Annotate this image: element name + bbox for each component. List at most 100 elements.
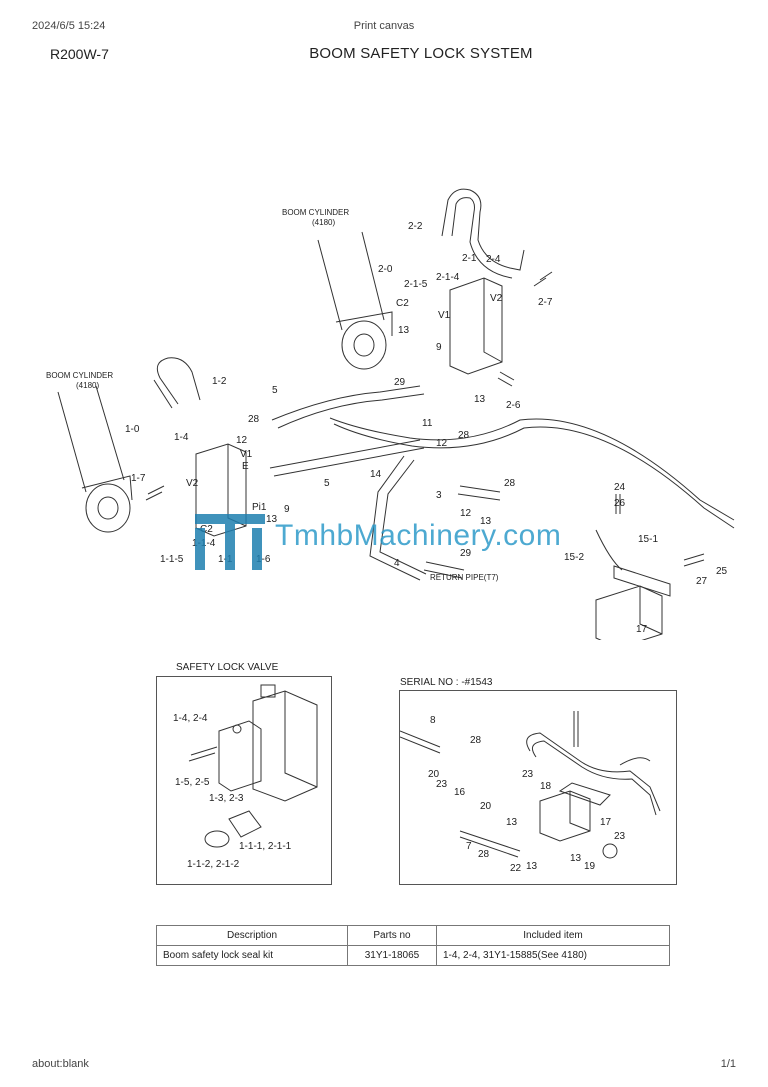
document-title: BOOM SAFETY LOCK SYSTEM bbox=[309, 45, 533, 62]
part-callout: 15-1 bbox=[638, 534, 658, 545]
header-parts-no: Parts no bbox=[347, 925, 437, 946]
part-callout: 11 bbox=[422, 418, 433, 429]
cell-description: Boom safety lock seal kit bbox=[156, 945, 348, 966]
inset1-label: 1-1-2, 2-1-2 bbox=[187, 859, 240, 870]
block-17 bbox=[595, 585, 663, 640]
inset-safety-lock-valve: 1-4, 2-4 1-5, 2-5 1-3, 2-3 1-1-1, 2-1-1 … bbox=[156, 676, 332, 885]
block-top bbox=[558, 782, 611, 806]
part-callout: 5 bbox=[272, 385, 278, 396]
inset2-label: 17 bbox=[600, 817, 612, 828]
part-callout: 29 bbox=[394, 377, 406, 388]
part-callout: 13 bbox=[266, 514, 278, 525]
cell-parts-no: 31Y1-18065 bbox=[347, 945, 437, 966]
part-callout: 2-6 bbox=[506, 400, 521, 411]
part-callout: 29 bbox=[460, 548, 472, 559]
left-boom-cylinder-body bbox=[57, 385, 125, 493]
return-pipe bbox=[423, 561, 465, 579]
pipe-3 bbox=[457, 485, 501, 501]
long-pipe-run bbox=[329, 417, 735, 529]
inset2-label: 13 bbox=[506, 817, 518, 828]
inset2-label: 13 bbox=[570, 853, 582, 864]
header-description: Description bbox=[156, 925, 348, 946]
pipe-1-2 bbox=[153, 357, 201, 409]
part-callout: E bbox=[242, 461, 249, 472]
part-callout: 1-6 bbox=[256, 554, 271, 565]
part-callout: 4 bbox=[394, 558, 400, 569]
serial-no-drawing: 8 28 20 23 16 23 18 20 13 17 23 7 28 22 … bbox=[399, 711, 661, 874]
print-canvas-title: Print canvas bbox=[353, 20, 415, 32]
inset-serial-no: 8 28 20 23 16 23 18 20 13 17 23 7 28 22 … bbox=[399, 690, 677, 885]
part-callout: 2-0 bbox=[378, 264, 393, 275]
part-callout: 26 bbox=[614, 498, 626, 509]
hose-5-upper bbox=[271, 385, 425, 429]
left-cylinder-eye bbox=[85, 483, 131, 533]
inset-serial-no-title: SERIAL NO : -#1543 bbox=[400, 677, 493, 688]
fitting-15-1 bbox=[613, 565, 671, 597]
annotation-boom-cylinder-left-ref: (4180) bbox=[76, 381, 99, 390]
right-valve-block bbox=[449, 277, 503, 375]
inset2-label: 8 bbox=[430, 715, 436, 726]
inset2-label: 16 bbox=[454, 787, 466, 798]
part-callout: 14 bbox=[370, 469, 382, 480]
table-row: Boom safety lock seal kit 31Y1-18065 1-4… bbox=[156, 945, 670, 966]
pipe-2-2 bbox=[441, 188, 525, 279]
inset2-label: 13 bbox=[526, 861, 538, 872]
part-callout: 5 bbox=[324, 478, 330, 489]
o-ring bbox=[232, 724, 242, 734]
seal-kit-table: Description Parts no Included item Boom … bbox=[156, 925, 670, 966]
part-callout: 27 bbox=[696, 576, 708, 587]
bolt-25 bbox=[683, 553, 705, 567]
part-callout: 2-4 bbox=[486, 254, 501, 265]
bolt-2-7 bbox=[533, 271, 553, 287]
annotation-boom-cylinder-right-ref: (4180) bbox=[312, 218, 335, 227]
right-boom-cylinder-body bbox=[317, 231, 385, 331]
footer-page-count: 1/1 bbox=[720, 1058, 736, 1070]
inset2-label: 23 bbox=[614, 831, 626, 842]
inset2-label: 20 bbox=[428, 769, 440, 780]
right-cylinder-eye bbox=[341, 320, 387, 370]
part-callout: V1 bbox=[240, 449, 253, 460]
block-17-inset bbox=[539, 790, 591, 842]
hose-7 bbox=[459, 830, 521, 858]
bolt-2-6 bbox=[497, 371, 515, 387]
hose-5-lower bbox=[269, 439, 425, 477]
footer-url: about:blank bbox=[32, 1058, 89, 1070]
part-callout: 12 bbox=[236, 435, 248, 446]
part-callout: 1-4 bbox=[174, 432, 189, 443]
part-callout: 2-7 bbox=[538, 297, 553, 308]
part-callout: 17 bbox=[636, 624, 648, 635]
part-callout: 1-2 bbox=[212, 376, 227, 387]
cell-included-item: 1-4, 2-4, 31Y1-15885(See 4180) bbox=[436, 945, 670, 966]
inset2-label: 20 bbox=[480, 801, 492, 812]
inset1-label: 1-5, 2-5 bbox=[175, 777, 210, 788]
hose-8 bbox=[399, 730, 441, 754]
bolt-24 bbox=[615, 494, 621, 514]
part-callout: 28 bbox=[504, 478, 516, 489]
inset-safety-lock-valve-title: SAFETY LOCK VALVE bbox=[176, 662, 279, 673]
part-callout: C2 bbox=[396, 298, 409, 309]
part-callout: 2-1-4 bbox=[436, 272, 460, 283]
inset2-label: 28 bbox=[470, 735, 482, 746]
part-callout: 2-1-5 bbox=[404, 279, 428, 290]
part-callout: 1-7 bbox=[131, 473, 146, 484]
annotation-return-pipe: RETURN PIPE(T7) bbox=[430, 573, 499, 582]
inset2-label: 19 bbox=[584, 861, 596, 872]
plug-19 bbox=[602, 843, 618, 859]
inset2-label: 7 bbox=[466, 841, 472, 852]
inset2-label: 22 bbox=[510, 863, 522, 874]
pipe-3-4-run bbox=[369, 455, 427, 581]
part-callout: 12 bbox=[460, 508, 472, 519]
bolt-inset bbox=[573, 711, 579, 747]
part-callout: 2-1 bbox=[462, 253, 477, 264]
inset1-label: 1-1-1, 2-1-1 bbox=[239, 841, 292, 852]
part-callout: 1-1-5 bbox=[160, 554, 184, 565]
part-callout: 1-0 bbox=[125, 424, 140, 435]
valve-cap bbox=[260, 684, 276, 698]
bolt-1-7 bbox=[145, 485, 165, 501]
inset2-label: 18 bbox=[540, 781, 552, 792]
cover-bolt bbox=[188, 746, 218, 762]
plug-part bbox=[204, 830, 230, 848]
part-callout: 2-2 bbox=[408, 221, 423, 232]
part-callout: 9 bbox=[284, 504, 290, 515]
annotation-boom-cylinder-right: BOOM CYLINDER bbox=[282, 208, 349, 217]
